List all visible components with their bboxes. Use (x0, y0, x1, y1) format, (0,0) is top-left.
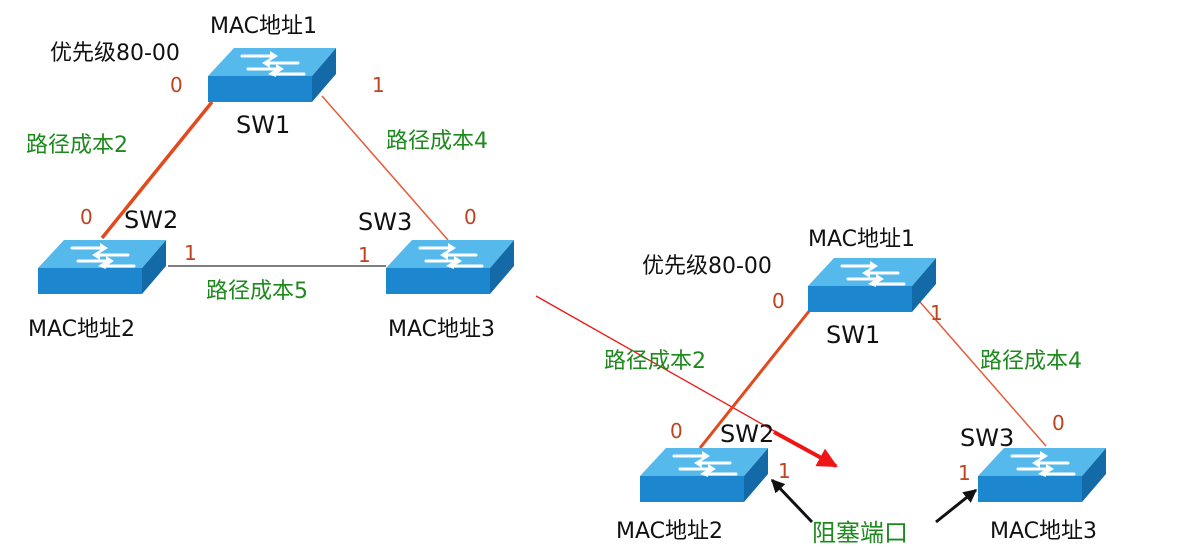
blocked-port-arrow-left (770, 478, 814, 524)
topology-before: MAC地址1 优先级80-00 0 1 SW1 路径成本2 路径成本4 路径成本… (26, 14, 516, 342)
sw1-mac-label: MAC地址1 (210, 14, 317, 39)
sw3-mac-label: MAC地址3 (388, 317, 495, 342)
cost-sw2-sw3-before: 路径成本5 (206, 279, 308, 304)
sw3-name-label: SW3 (358, 208, 412, 236)
blocked-port-label: 阻塞端口 (812, 519, 908, 547)
sw1-port-right: 1 (372, 73, 385, 97)
sw1-port-right-after: 1 (930, 301, 943, 325)
sw3-port-left: 1 (358, 243, 371, 267)
sw1-mac-label-after: MAC地址1 (808, 227, 915, 252)
switch-sw3-before (384, 238, 516, 296)
switch-sw1-before (206, 46, 338, 104)
sw1-name-label-after: SW1 (826, 321, 880, 349)
cost-sw1-sw3-before: 路径成本4 (386, 129, 488, 154)
sw2-name-label-after: SW2 (720, 420, 774, 448)
sw1-port-left: 0 (170, 73, 183, 97)
link-sw1-sw2-after (698, 309, 812, 449)
switch-sw2-before (36, 238, 168, 296)
sw2-name-label: SW2 (124, 206, 178, 234)
blocked-port-arrow-right (935, 488, 978, 524)
sw2-port-up-after: 0 (670, 419, 683, 443)
switch-sw1-after (806, 256, 938, 314)
sw1-port-left-after: 0 (772, 289, 785, 313)
sw2-port-right-after: 1 (778, 459, 791, 483)
transition-arrow-head (773, 430, 838, 468)
cost-sw1-sw2-before: 路径成本2 (26, 133, 128, 158)
topology-after: MAC地址1 优先级80-00 0 1 SW1 路径成本2 路径成本4 0 SW… (604, 227, 1108, 547)
switch-sw3-after (976, 446, 1108, 504)
sw2-mac-label: MAC地址2 (28, 317, 135, 342)
sw3-port-up: 0 (464, 205, 477, 229)
sw2-mac-label-after: MAC地址2 (616, 519, 723, 544)
sw3-name-label-after: SW3 (960, 424, 1014, 452)
link-sw1-sw3-before (321, 95, 449, 241)
switch-sw2-after (638, 446, 770, 504)
sw3-mac-label-after: MAC地址3 (990, 519, 1097, 544)
sw1-name-label: SW1 (236, 111, 290, 139)
sw1-priority-label: 优先级80-00 (50, 41, 180, 66)
link-sw1-sw2-before (100, 100, 214, 240)
sw1-priority-label-after: 优先级80-00 (642, 254, 772, 279)
sw2-port-right: 1 (184, 241, 197, 265)
sw3-port-up-after: 0 (1052, 411, 1065, 435)
cost-sw1-sw2-after: 路径成本2 (604, 349, 706, 374)
sw2-port-up: 0 (80, 205, 93, 229)
cost-sw1-sw3-after: 路径成本4 (980, 349, 1082, 374)
sw3-port-left-after: 1 (958, 461, 971, 485)
link-sw1-sw3-after (919, 301, 1047, 447)
